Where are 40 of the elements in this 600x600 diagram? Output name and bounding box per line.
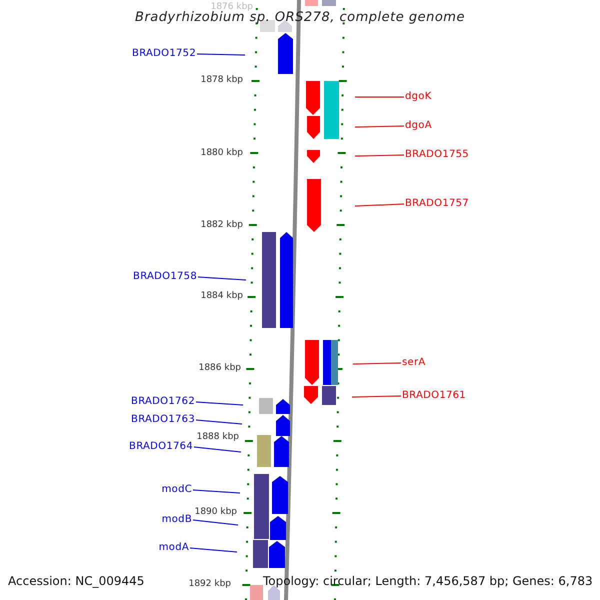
scale-label: 1892 kbp bbox=[188, 580, 231, 590]
gene-label: BRADO1755 bbox=[405, 149, 469, 160]
scale-label: 1888 kbp bbox=[196, 433, 239, 443]
scale-label: 1880 kbp bbox=[200, 149, 243, 159]
footer-text: Accession: NC_009445 bbox=[8, 575, 144, 588]
gene-label: serA bbox=[402, 357, 426, 368]
scale-label: 1886 kbp bbox=[198, 364, 241, 374]
gene-label: BRADO1752 bbox=[132, 48, 196, 59]
leader-line bbox=[196, 54, 246, 56]
scale-label: 1890 kbp bbox=[194, 508, 237, 518]
gene-label: modA bbox=[158, 542, 189, 553]
gene-label: modB bbox=[162, 514, 192, 525]
leader-line bbox=[198, 276, 246, 280]
gene-label: modC bbox=[162, 484, 192, 495]
map-title: Bradyrhizobium sp. ORS278, complete genome bbox=[134, 11, 466, 26]
gene-label: BRADO1758 bbox=[133, 271, 197, 282]
footer-text: Topology: circular; Length: 7,456,587 bp; Genes: 6,783 bbox=[263, 575, 593, 588]
gene-label: BRADO1757 bbox=[405, 198, 469, 209]
leader-line bbox=[196, 402, 244, 406]
gene-label: dgoA bbox=[405, 120, 432, 131]
leader-line bbox=[354, 126, 404, 128]
scale-label: 1876 kbp bbox=[210, 3, 253, 12]
scale-label: 1884 kbp bbox=[200, 292, 243, 302]
leader-line bbox=[354, 154, 404, 156]
leader-line bbox=[196, 420, 242, 424]
leader-line bbox=[194, 446, 242, 452]
leader-line bbox=[352, 396, 402, 398]
gene-label: BRADO1764 bbox=[129, 441, 193, 452]
scale-label: 1878 kbp bbox=[200, 76, 243, 86]
leader-line bbox=[190, 548, 238, 552]
leader-line bbox=[354, 96, 404, 98]
gene-label: BRADO1761 bbox=[402, 390, 466, 401]
leader-line bbox=[192, 520, 238, 526]
leader-line bbox=[352, 362, 402, 364]
gene-label: BRADO1763 bbox=[131, 414, 195, 425]
gene-label: BRADO1762 bbox=[131, 396, 195, 407]
leader-line bbox=[354, 204, 404, 206]
scale-label: 1882 kbp bbox=[200, 221, 243, 231]
leader-line bbox=[192, 490, 240, 494]
gene-label: dgoK bbox=[405, 91, 432, 102]
